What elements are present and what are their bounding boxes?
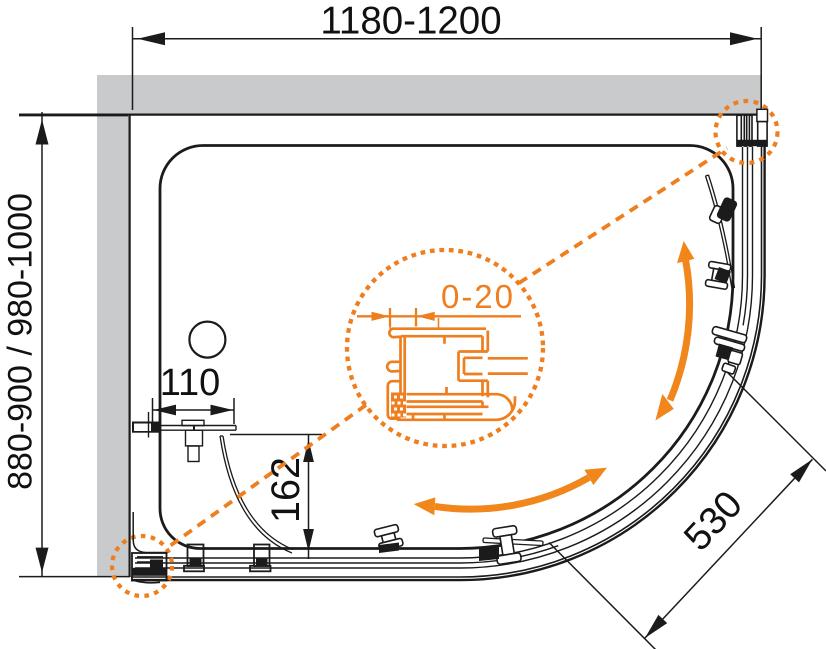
svg-text:110: 110	[160, 362, 221, 404]
svg-text:1180-1200: 1180-1200	[320, 0, 501, 43]
svg-text:0-20: 0-20	[441, 278, 515, 315]
svg-text:162: 162	[264, 457, 308, 523]
svg-text:530: 530	[676, 483, 751, 559]
svg-text:880-900 / 980-1000: 880-900 / 980-1000	[2, 193, 40, 490]
